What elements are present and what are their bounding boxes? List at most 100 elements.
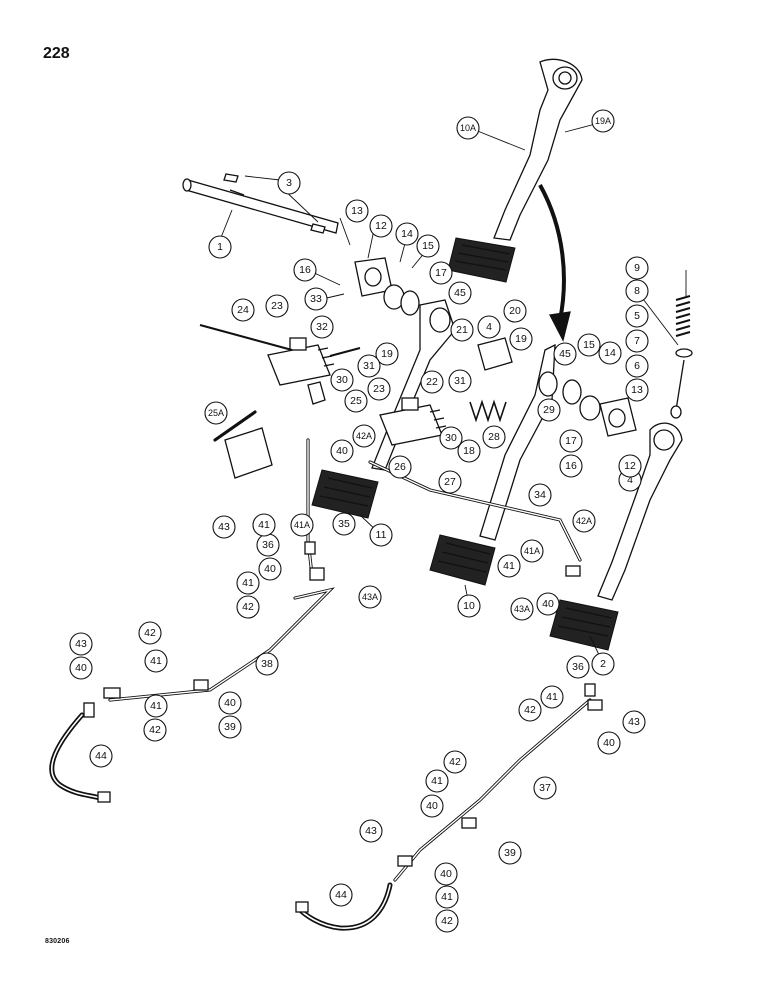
callout-42: 42: [138, 621, 162, 645]
callout-8: 8: [625, 279, 649, 303]
callout-circle: [143, 718, 167, 742]
callout-39: 39: [498, 841, 522, 865]
callout-circle: [388, 455, 412, 479]
callout-label: 44: [335, 889, 347, 901]
callout-2: 2: [591, 652, 615, 676]
callout-label: 43: [365, 825, 377, 837]
callout-circle: [540, 685, 564, 709]
callout-43: 43: [212, 515, 236, 539]
callout-31: 31: [357, 354, 381, 378]
callout-circle: [420, 370, 444, 394]
callout-14: 14: [395, 222, 419, 246]
callout-label: 30: [445, 432, 457, 444]
right-pedal-assembly: [549, 422, 683, 651]
callout-circle: [622, 710, 646, 734]
callout-label: 41A: [294, 520, 310, 530]
callout-45: 45: [553, 342, 577, 366]
callout-circle: [457, 594, 481, 618]
callout-label: 41: [503, 560, 515, 572]
callout-circle: [448, 369, 472, 393]
callout-circle: [450, 318, 474, 342]
callout-label: 41: [431, 775, 443, 787]
callout-circle: [457, 439, 481, 463]
callout-circle: [231, 298, 255, 322]
callout-13: 13: [345, 199, 369, 223]
callout-35: 35: [332, 512, 356, 536]
callout-41: 41: [144, 694, 168, 718]
callout-label: 14: [604, 347, 616, 359]
callout-circle: [344, 389, 368, 413]
callout-label: 42: [524, 704, 536, 716]
callout-circle: [144, 649, 168, 673]
callout-label: 26: [394, 461, 406, 473]
direction-arrow: [538, 184, 566, 321]
callout-label: 22: [426, 376, 438, 388]
callout-label: 27: [444, 476, 456, 488]
callout-label: 40: [264, 563, 276, 575]
callout-41: 41: [540, 685, 564, 709]
callout-label: 13: [631, 384, 643, 396]
spring-assembly: [670, 295, 693, 419]
callout-label: 40: [336, 445, 348, 457]
callout-label: 40: [440, 868, 452, 880]
callout-41: 41: [236, 571, 260, 595]
callout-label: 8: [634, 285, 640, 297]
callout-circle: [497, 554, 521, 578]
callout-circle: [204, 401, 228, 425]
clip: [397, 855, 413, 867]
callout-label: 24: [237, 304, 249, 316]
fitting: [584, 683, 596, 697]
callout-circle: [509, 327, 533, 351]
callout-label: 16: [299, 264, 311, 276]
callout-circle: [559, 454, 583, 478]
callout-42: 42: [143, 718, 167, 742]
callout-circle: [395, 222, 419, 246]
washer: [538, 371, 558, 397]
callout-11: 11: [369, 523, 393, 547]
callout-label: 6: [634, 360, 640, 372]
callout-label: 39: [504, 847, 516, 859]
callout-label: 19: [381, 348, 393, 360]
callout-circle: [625, 378, 649, 402]
fitting: [304, 541, 316, 555]
callouts: 12344567891010A1112121313141415151616171…: [69, 109, 649, 933]
clip: [587, 699, 603, 711]
callout-circle: [591, 652, 615, 676]
clip: [103, 687, 121, 699]
callout-circle: [566, 655, 590, 679]
callout-label: 14: [401, 228, 413, 240]
callout-30: 30: [330, 368, 354, 392]
master-cylinder-right: [379, 397, 447, 446]
callout-42a: 42A: [572, 509, 596, 533]
callout-label: 34: [534, 489, 546, 501]
callout-31: 31: [448, 369, 472, 393]
callout-circle: [332, 512, 356, 536]
callout-36: 36: [566, 655, 590, 679]
callout-9: 9: [625, 256, 649, 280]
callout-40: 40: [330, 439, 354, 463]
callout-label: 42: [441, 915, 453, 927]
callout-7: 7: [625, 329, 649, 353]
callout-18: 18: [457, 439, 481, 463]
callout-label: 10A: [460, 123, 476, 133]
callout-label: 41: [546, 691, 558, 703]
drawing-code: 830206: [45, 938, 70, 945]
callout-label: 41A: [524, 546, 540, 556]
callout-circle: [290, 513, 314, 537]
callout-circle: [420, 794, 444, 818]
callout-label: 17: [435, 267, 447, 279]
callout-44: 44: [89, 744, 113, 768]
callout-25: 25: [344, 389, 368, 413]
callout-16: 16: [559, 454, 583, 478]
callout-circle: [258, 557, 282, 581]
callout-label: 30: [336, 374, 348, 386]
callout-label: 15: [583, 339, 595, 351]
callout-10a: 10A: [456, 116, 480, 140]
callout-26: 26: [388, 455, 412, 479]
callout-label: 36: [262, 539, 274, 551]
callout-label: 43A: [514, 604, 530, 614]
callout-30: 30: [439, 426, 463, 450]
callout-label: 7: [634, 335, 640, 347]
callout-label: 12: [375, 220, 387, 232]
callout-circle: [330, 439, 354, 463]
